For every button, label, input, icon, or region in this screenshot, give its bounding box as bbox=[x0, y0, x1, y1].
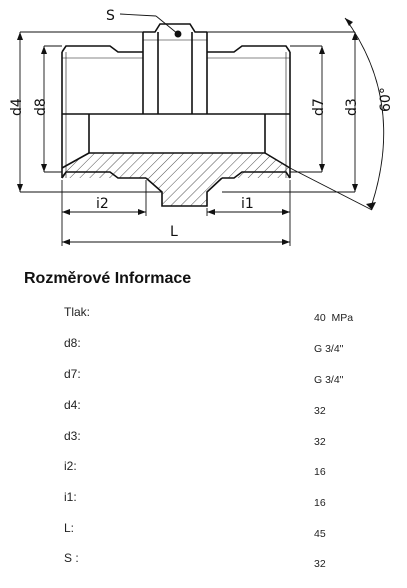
spec-label: d7: bbox=[64, 367, 81, 381]
spec-row-d7: d7: G 3/4" bbox=[0, 367, 407, 398]
label-d8: d8 bbox=[33, 98, 49, 116]
spec-value: 16 bbox=[314, 466, 326, 478]
spec-row-d4: d4: 32 bbox=[0, 398, 407, 429]
spec-label: Tlak: bbox=[64, 305, 91, 319]
spec-value: G 3/4" bbox=[314, 343, 344, 355]
spec-label: i2: bbox=[64, 459, 77, 473]
spec-row-l: L: 45 bbox=[0, 521, 407, 552]
fitting-outline bbox=[61, 23, 291, 207]
label-l: L bbox=[170, 224, 178, 240]
spec-label: d4: bbox=[64, 398, 81, 412]
spec-value: 40 MPa bbox=[314, 312, 354, 324]
label-d3: d3 bbox=[344, 98, 360, 116]
spec-label: S : bbox=[64, 551, 79, 565]
label-d4: d4 bbox=[9, 98, 25, 116]
label-i2: i2 bbox=[96, 196, 109, 212]
spec-row-s: S : 32 bbox=[0, 551, 407, 582]
label-i1: i1 bbox=[241, 196, 254, 212]
spec-value: 32 bbox=[314, 436, 326, 448]
label-s: S bbox=[106, 8, 115, 24]
arrowheads bbox=[17, 18, 376, 245]
spec-label: d3: bbox=[64, 429, 81, 443]
label-d7: d7 bbox=[311, 98, 327, 116]
spec-value: 32 bbox=[314, 558, 326, 570]
spec-label: L: bbox=[64, 521, 75, 535]
spec-value: 16 bbox=[314, 497, 326, 509]
dimension-lines bbox=[19, 13, 385, 246]
spec-row-i2: i2: 16 bbox=[0, 459, 407, 490]
fitting-technical-drawing: S d4 d8 d7 d3 60° i2 i1 L bbox=[9, 8, 394, 246]
spec-row-i1: i1: 16 bbox=[0, 490, 407, 521]
spec-value: 45 bbox=[314, 528, 326, 540]
spec-value: 32 bbox=[314, 405, 326, 417]
hatched-section bbox=[62, 153, 290, 206]
section-title: Rozměrové Informace bbox=[24, 270, 192, 287]
spec-row-d3: d3: 32 bbox=[0, 429, 407, 460]
spec-label: d8: bbox=[64, 336, 81, 350]
spec-value: G 3/4" bbox=[314, 374, 344, 386]
spec-row-pressure: Tlak: 40 MPa bbox=[0, 305, 407, 336]
label-angle: 60° bbox=[378, 87, 394, 112]
spec-row-d8: d8: G 3/4" bbox=[0, 336, 407, 367]
spec-label: i1: bbox=[64, 490, 77, 504]
